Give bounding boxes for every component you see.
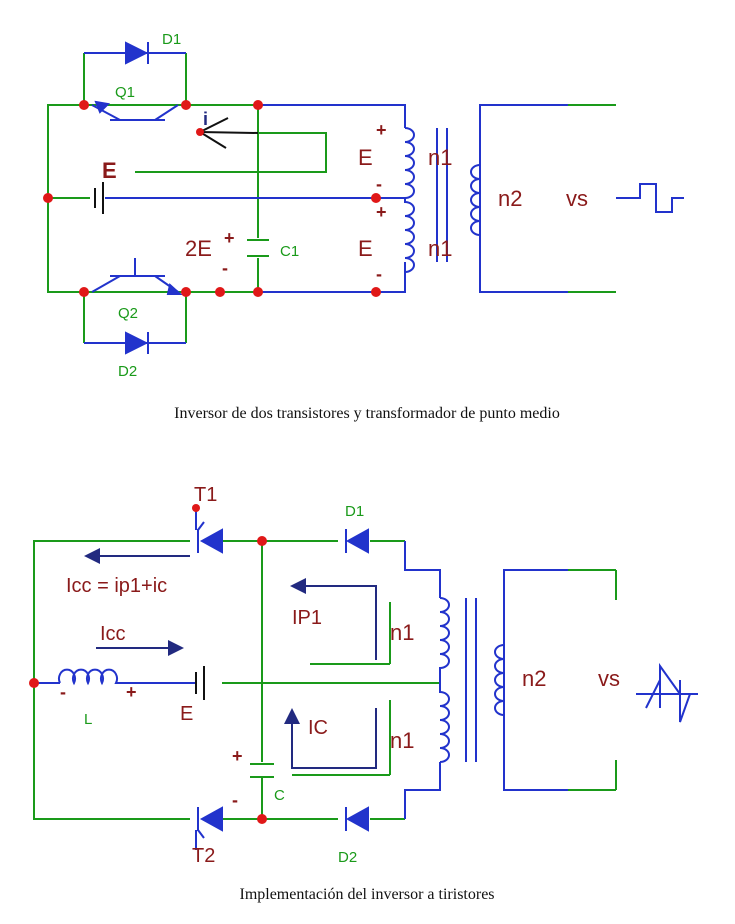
fig2-label-ip1: IP1 <box>292 607 322 629</box>
fig1-label-n1-bottom: n1 <box>428 236 452 261</box>
fig1-label-q1: Q1 <box>115 84 135 101</box>
fig1-label-n2: n2 <box>498 186 522 211</box>
fig1-label-i: i <box>203 109 208 129</box>
fig2-label-icc: Icc <box>100 623 126 645</box>
fig1-minus-top: - <box>376 174 382 194</box>
fig2-thyristor-t2 <box>197 806 223 839</box>
fig1-label-e-bottom: E <box>358 236 373 261</box>
fig2-label-d2: D2 <box>338 849 357 866</box>
fig2-label-l: L <box>84 711 92 728</box>
fig2-capacitor-minus: - <box>232 790 238 810</box>
fig2-transformer-core <box>465 598 477 762</box>
figure-2-circuit: T1 D1 Icc = ip1+ic Icc IP1 IC n1 n1 n2 v… <box>29 484 698 867</box>
fig1-capacitor-minus: - <box>222 258 228 278</box>
fig2-caption: Implementación del inversor a tiristores <box>239 886 494 903</box>
fig2-label-ic: IC <box>308 717 328 739</box>
fig2-inductor-plus: + <box>126 682 137 702</box>
fig2-inductor-l <box>58 668 120 686</box>
fig1-capacitor-plus: + <box>224 228 235 248</box>
fig1-label-q2: Q2 <box>118 305 138 322</box>
fig2-primary-coil-bottom <box>439 683 450 763</box>
fig2-label-n1-top: n1 <box>390 620 414 645</box>
fig1-transistor-q2 <box>91 258 183 295</box>
fig1-caption: Inversor de dos transistores y transform… <box>174 405 560 422</box>
fig1-label-e-top: E <box>358 145 373 170</box>
fig1-primary-coil-top <box>404 127 415 199</box>
fig1-label-n1-top: n1 <box>428 145 452 170</box>
fig2-secondary-coil <box>494 644 505 716</box>
fig1-label-d1: D1 <box>162 31 181 48</box>
fig2-label-e: E <box>180 703 193 725</box>
fig2-label-t1: T1 <box>194 484 217 506</box>
fig2-diode-d1 <box>345 528 369 554</box>
fig1-plus-bottom: + <box>376 202 387 222</box>
fig2-label-n2: n2 <box>522 666 546 691</box>
fig1-diode-d1 <box>125 41 149 65</box>
fig2-wave-icon <box>636 662 698 723</box>
fig1-secondary-coil <box>470 164 481 236</box>
fig2-blue-wires <box>34 508 568 850</box>
fig2-label-c: C <box>274 787 285 804</box>
fig2-thyristor-t1 <box>197 521 223 554</box>
figure-1-circuit: D1 Q1 i E Q2 D2 2E + - C1 + E - n1 + E -… <box>43 31 684 380</box>
fig1-minus-bottom: - <box>376 264 382 284</box>
fig2-arrow-icc-right <box>96 640 184 656</box>
fig1-label-c1: C1 <box>280 243 299 260</box>
fig2-nodes <box>29 504 267 824</box>
fig1-primary-coil-bottom <box>404 198 415 274</box>
fig2-diode-d2 <box>345 806 369 832</box>
fig2-arrow-ic <box>284 708 377 769</box>
fig1-label-vs: vs <box>566 186 588 211</box>
fig1-transistor-q1 <box>91 100 179 121</box>
fig2-label-vs: vs <box>598 666 620 691</box>
fig1-battery-e <box>94 182 104 214</box>
fig1-diode-d2 <box>125 331 149 355</box>
fig2-inductor-minus: - <box>60 682 66 702</box>
fig2-capacitor-c <box>250 763 274 778</box>
fig2-capacitor-plus: + <box>232 746 243 766</box>
fig1-label-e-source: E <box>102 158 117 183</box>
fig2-label-n1-bottom: n1 <box>390 728 414 753</box>
fig2-arrow-ip1 <box>290 578 377 660</box>
fig1-capacitor-c1 <box>247 239 269 257</box>
fig2-primary-coil-top <box>439 597 450 683</box>
fig2-arrow-icc-left <box>84 548 190 564</box>
fig1-current-probe <box>199 117 259 149</box>
fig1-square-wave-icon <box>622 183 684 213</box>
fig1-label-2e: 2E <box>185 236 212 261</box>
fig1-blue-wires <box>84 52 640 344</box>
fig2-battery-e <box>195 666 205 700</box>
fig1-label-d2: D2 <box>118 363 137 380</box>
fig1-transformer-core <box>436 128 448 262</box>
fig1-plus-top: + <box>376 120 387 140</box>
fig2-label-t2: T2 <box>192 845 215 867</box>
fig1-nodes <box>43 100 381 297</box>
fig2-label-d1: D1 <box>345 503 364 520</box>
fig2-label-icc-eq: Icc = ip1+ic <box>66 575 167 597</box>
